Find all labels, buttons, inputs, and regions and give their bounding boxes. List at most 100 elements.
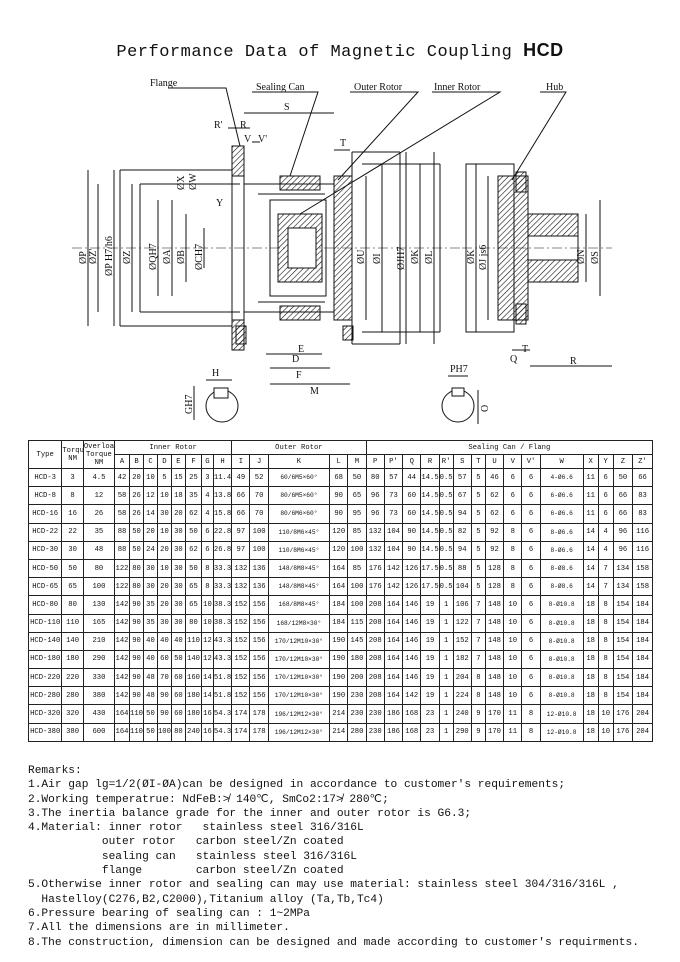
table-cell: 14	[582, 522, 599, 542]
title-model: HCD	[523, 40, 564, 60]
table-cell: 148	[484, 686, 505, 706]
table-cell: 16	[201, 722, 214, 742]
dim-X: ØX	[176, 175, 187, 190]
dim-G: GH7	[184, 395, 195, 414]
table-cell: 142	[113, 631, 131, 651]
callout-flange: Flange	[150, 78, 178, 89]
table-cell: 14.5	[420, 467, 440, 488]
table-cell: 152	[231, 595, 251, 615]
table-cell: 208	[365, 631, 385, 651]
table-cell: 154	[612, 686, 634, 706]
table-cell: 10	[503, 668, 523, 688]
table-cell: 14	[582, 558, 599, 579]
table-cell: 22	[61, 522, 84, 542]
table-cell: 320	[61, 704, 84, 724]
table-cell: 132	[231, 558, 251, 579]
table-cell: 88	[113, 540, 131, 560]
table-cell: 8	[503, 558, 523, 579]
table-cell: 80	[129, 577, 145, 597]
table-cell: 182	[452, 649, 472, 670]
table-cell: 230	[365, 704, 385, 724]
table-cell: 122	[452, 613, 472, 633]
callout-hub: Hub	[546, 82, 563, 93]
table-cell: 51.8	[212, 686, 233, 706]
table-cell: 25	[184, 467, 203, 488]
table-cell: 30	[143, 577, 158, 597]
table-cell: HCD-30	[27, 540, 63, 560]
table-cell: HCD-140	[27, 631, 63, 651]
table-cell: 10	[156, 486, 172, 506]
table-cell: 0.5	[438, 504, 454, 524]
table-cell: 600	[82, 722, 116, 742]
table-cell: 20	[129, 467, 145, 488]
table-cell: 178	[249, 722, 269, 742]
table-cell: 40	[143, 649, 158, 670]
table-cell: HCD-3	[27, 467, 63, 488]
table-cell: 6	[201, 522, 214, 542]
table-cell: 6	[521, 540, 541, 560]
table-cell: 6	[597, 467, 614, 488]
table-cell: 180	[184, 704, 203, 724]
table-cell: 110/8M6×45°	[267, 540, 331, 560]
table-cell: 20	[156, 577, 172, 597]
dim-M: M	[310, 386, 319, 397]
table-cell: 186	[383, 704, 404, 724]
table-cell: 152	[231, 668, 251, 688]
table-cell: 8-Ø8.6	[539, 577, 584, 597]
table-cell: 90	[329, 486, 349, 506]
table-cell: 136	[249, 558, 269, 579]
table-cell: 156	[249, 613, 269, 633]
table-cell: 4	[201, 504, 214, 524]
table-cell: 12	[201, 649, 214, 670]
table-cell: 60/6M5×60°	[267, 467, 331, 488]
column-header: Y	[597, 454, 614, 469]
table-cell: 1	[438, 631, 454, 651]
table-cell: 8	[61, 486, 84, 506]
table-cell: 15	[170, 467, 186, 488]
table-cell: HCD-220	[27, 668, 63, 688]
table-cell: 176	[365, 558, 385, 579]
table-cell: 88	[452, 558, 472, 579]
table-cell: 48	[82, 540, 116, 560]
table-cell: 148	[484, 613, 505, 633]
table-cell: 94	[452, 504, 472, 524]
remark-line: 6.Pressure bearing of sealing can : 1~2M…	[28, 907, 310, 920]
table-cell: 8-Ø10.8	[539, 595, 584, 615]
table-cell: 65	[184, 577, 203, 597]
table-cell: 156	[249, 668, 269, 688]
table-cell: 10	[156, 558, 172, 579]
table-cell: 186	[383, 722, 404, 742]
table-cell: 9	[470, 722, 486, 742]
table-cell: 20	[156, 595, 172, 615]
table-cell: 8	[597, 668, 614, 688]
dim-U: ØU	[356, 249, 367, 264]
table-cell: 8-Ø10.8	[539, 631, 584, 651]
table-cell: 110	[184, 631, 203, 651]
table-cell: 115	[347, 613, 367, 633]
table-cell: 54.3	[212, 704, 233, 724]
table-cell: 18	[170, 486, 186, 506]
table-cell: 164	[383, 613, 404, 633]
table-cell: 0.5	[438, 540, 454, 560]
table-cell: 58	[113, 486, 131, 506]
table-cell: 184	[632, 595, 653, 615]
table-cell: 7	[597, 558, 614, 579]
table-cell: 50	[143, 722, 158, 742]
dim-Q: ØQH7	[148, 243, 159, 270]
table-cell: 6-Ø6.6	[539, 504, 584, 524]
table-cell: 30	[156, 613, 172, 633]
table-cell: 40	[170, 631, 186, 651]
table-cell: 190	[329, 686, 349, 706]
column-header: E	[170, 454, 186, 469]
table-cell: 6	[521, 668, 541, 688]
table-cell: 120	[329, 522, 349, 542]
table-cell: 126	[402, 558, 422, 579]
table-cell: 8-Ø10.8	[539, 613, 584, 633]
table-cell: 50	[184, 558, 203, 579]
table-cell: 60	[170, 704, 186, 724]
table-cell: 380	[61, 722, 84, 742]
